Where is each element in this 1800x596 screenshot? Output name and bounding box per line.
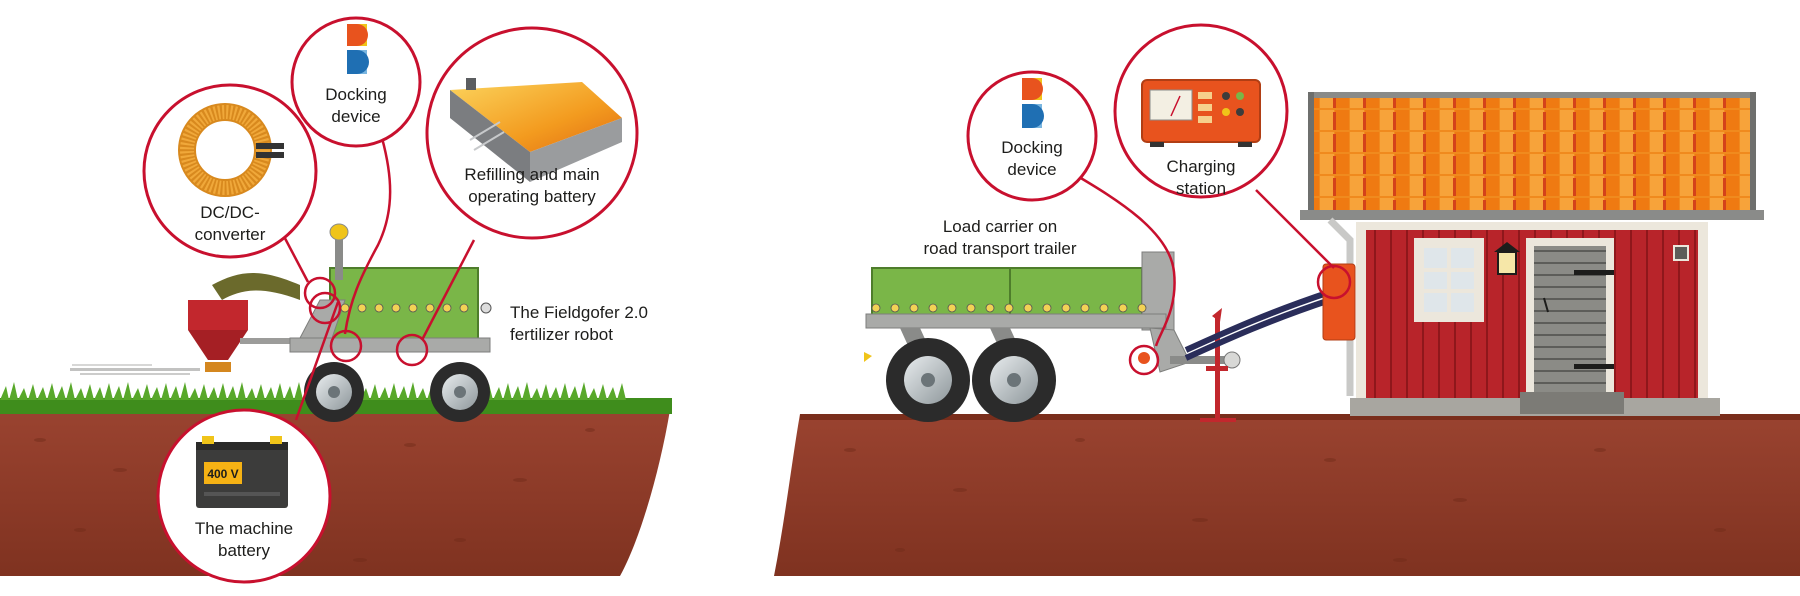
left-scene: 400 V bbox=[0, 16, 672, 584]
robot-label-line2: fertilizer robot bbox=[510, 325, 613, 344]
fertilizer-hopper bbox=[188, 272, 300, 372]
charging-station-label-line2: station bbox=[1175, 179, 1227, 198]
docking-device-icon bbox=[347, 24, 369, 74]
trailer-label-line2: road transport trailer bbox=[923, 239, 1077, 258]
battery-voltage-label: 400 V bbox=[207, 467, 238, 481]
lantern-icon bbox=[1494, 242, 1520, 275]
docking-device-label-left-line1: Docking bbox=[325, 85, 387, 104]
callout-refilling-battery bbox=[425, 26, 639, 240]
soil-texture-right bbox=[844, 438, 1726, 562]
robot-label-line1: The Fieldgofer 2.0 bbox=[510, 303, 648, 322]
house-window bbox=[1414, 238, 1484, 322]
soil-left bbox=[0, 410, 670, 576]
callout-lines-right bbox=[1073, 172, 1335, 347]
robot-label: The Fieldgofer 2.0 fertilizer robot bbox=[510, 302, 700, 346]
docking-device-label-right-line1: Docking bbox=[1001, 138, 1063, 157]
dc-converter-label-line1: DC/DC- bbox=[200, 203, 260, 222]
docking-device-label-right: Docking device bbox=[982, 137, 1082, 181]
refilling-battery-label-line2: operating battery bbox=[468, 187, 596, 206]
refilling-battery-label: Refilling and main operating battery bbox=[442, 164, 622, 208]
trailer-wheel-front bbox=[886, 338, 970, 422]
car-battery-icon: 400 V bbox=[196, 436, 288, 508]
red-house bbox=[1300, 92, 1764, 416]
callout-docking-device-left bbox=[290, 16, 422, 148]
callout-docking-device-right bbox=[966, 70, 1098, 202]
battery-pack-icon bbox=[450, 78, 622, 182]
trailer-label: Load carrier on road transport trailer bbox=[900, 216, 1100, 260]
docking-device-label-left: Docking device bbox=[306, 84, 406, 128]
machine-battery-label: The machine battery bbox=[184, 518, 304, 562]
right-scene bbox=[774, 23, 1800, 576]
robot-wheel-front bbox=[304, 362, 364, 422]
trailer-wheel-rear bbox=[972, 338, 1056, 422]
house-door bbox=[1526, 238, 1614, 398]
machine-battery-label-line1: The machine bbox=[194, 519, 294, 538]
charging-station-label: Charging station bbox=[1140, 156, 1262, 200]
dc-converter-label-line2: converter bbox=[194, 225, 266, 244]
callout-dc-converter bbox=[142, 83, 318, 259]
callout-machine-battery: 400 V bbox=[156, 408, 332, 584]
toroid-coil-icon bbox=[178, 103, 284, 197]
docking-device-label-right-line2: device bbox=[1007, 160, 1057, 179]
docking-device-label-left-line2: device bbox=[331, 107, 381, 126]
fertilizer-spray bbox=[70, 364, 200, 375]
trailer-label-line1: Load carrier on bbox=[942, 217, 1058, 236]
charger-icon bbox=[1141, 79, 1261, 147]
robot-wheel-rear bbox=[430, 362, 490, 422]
charging-station-label-line1: Charging bbox=[1166, 157, 1236, 176]
docking-device-icon bbox=[1022, 78, 1044, 128]
road-trailer bbox=[864, 251, 1331, 422]
callout-targets-right bbox=[1128, 264, 1352, 376]
callout-charging-station bbox=[1113, 23, 1289, 199]
dc-converter-label: DC/DC- converter bbox=[170, 202, 290, 246]
refilling-battery-label-line1: Refilling and main bbox=[464, 165, 600, 184]
machine-battery-label-line2: battery bbox=[218, 541, 270, 560]
callout-targets-left bbox=[303, 276, 429, 367]
soil-right bbox=[774, 414, 1800, 576]
